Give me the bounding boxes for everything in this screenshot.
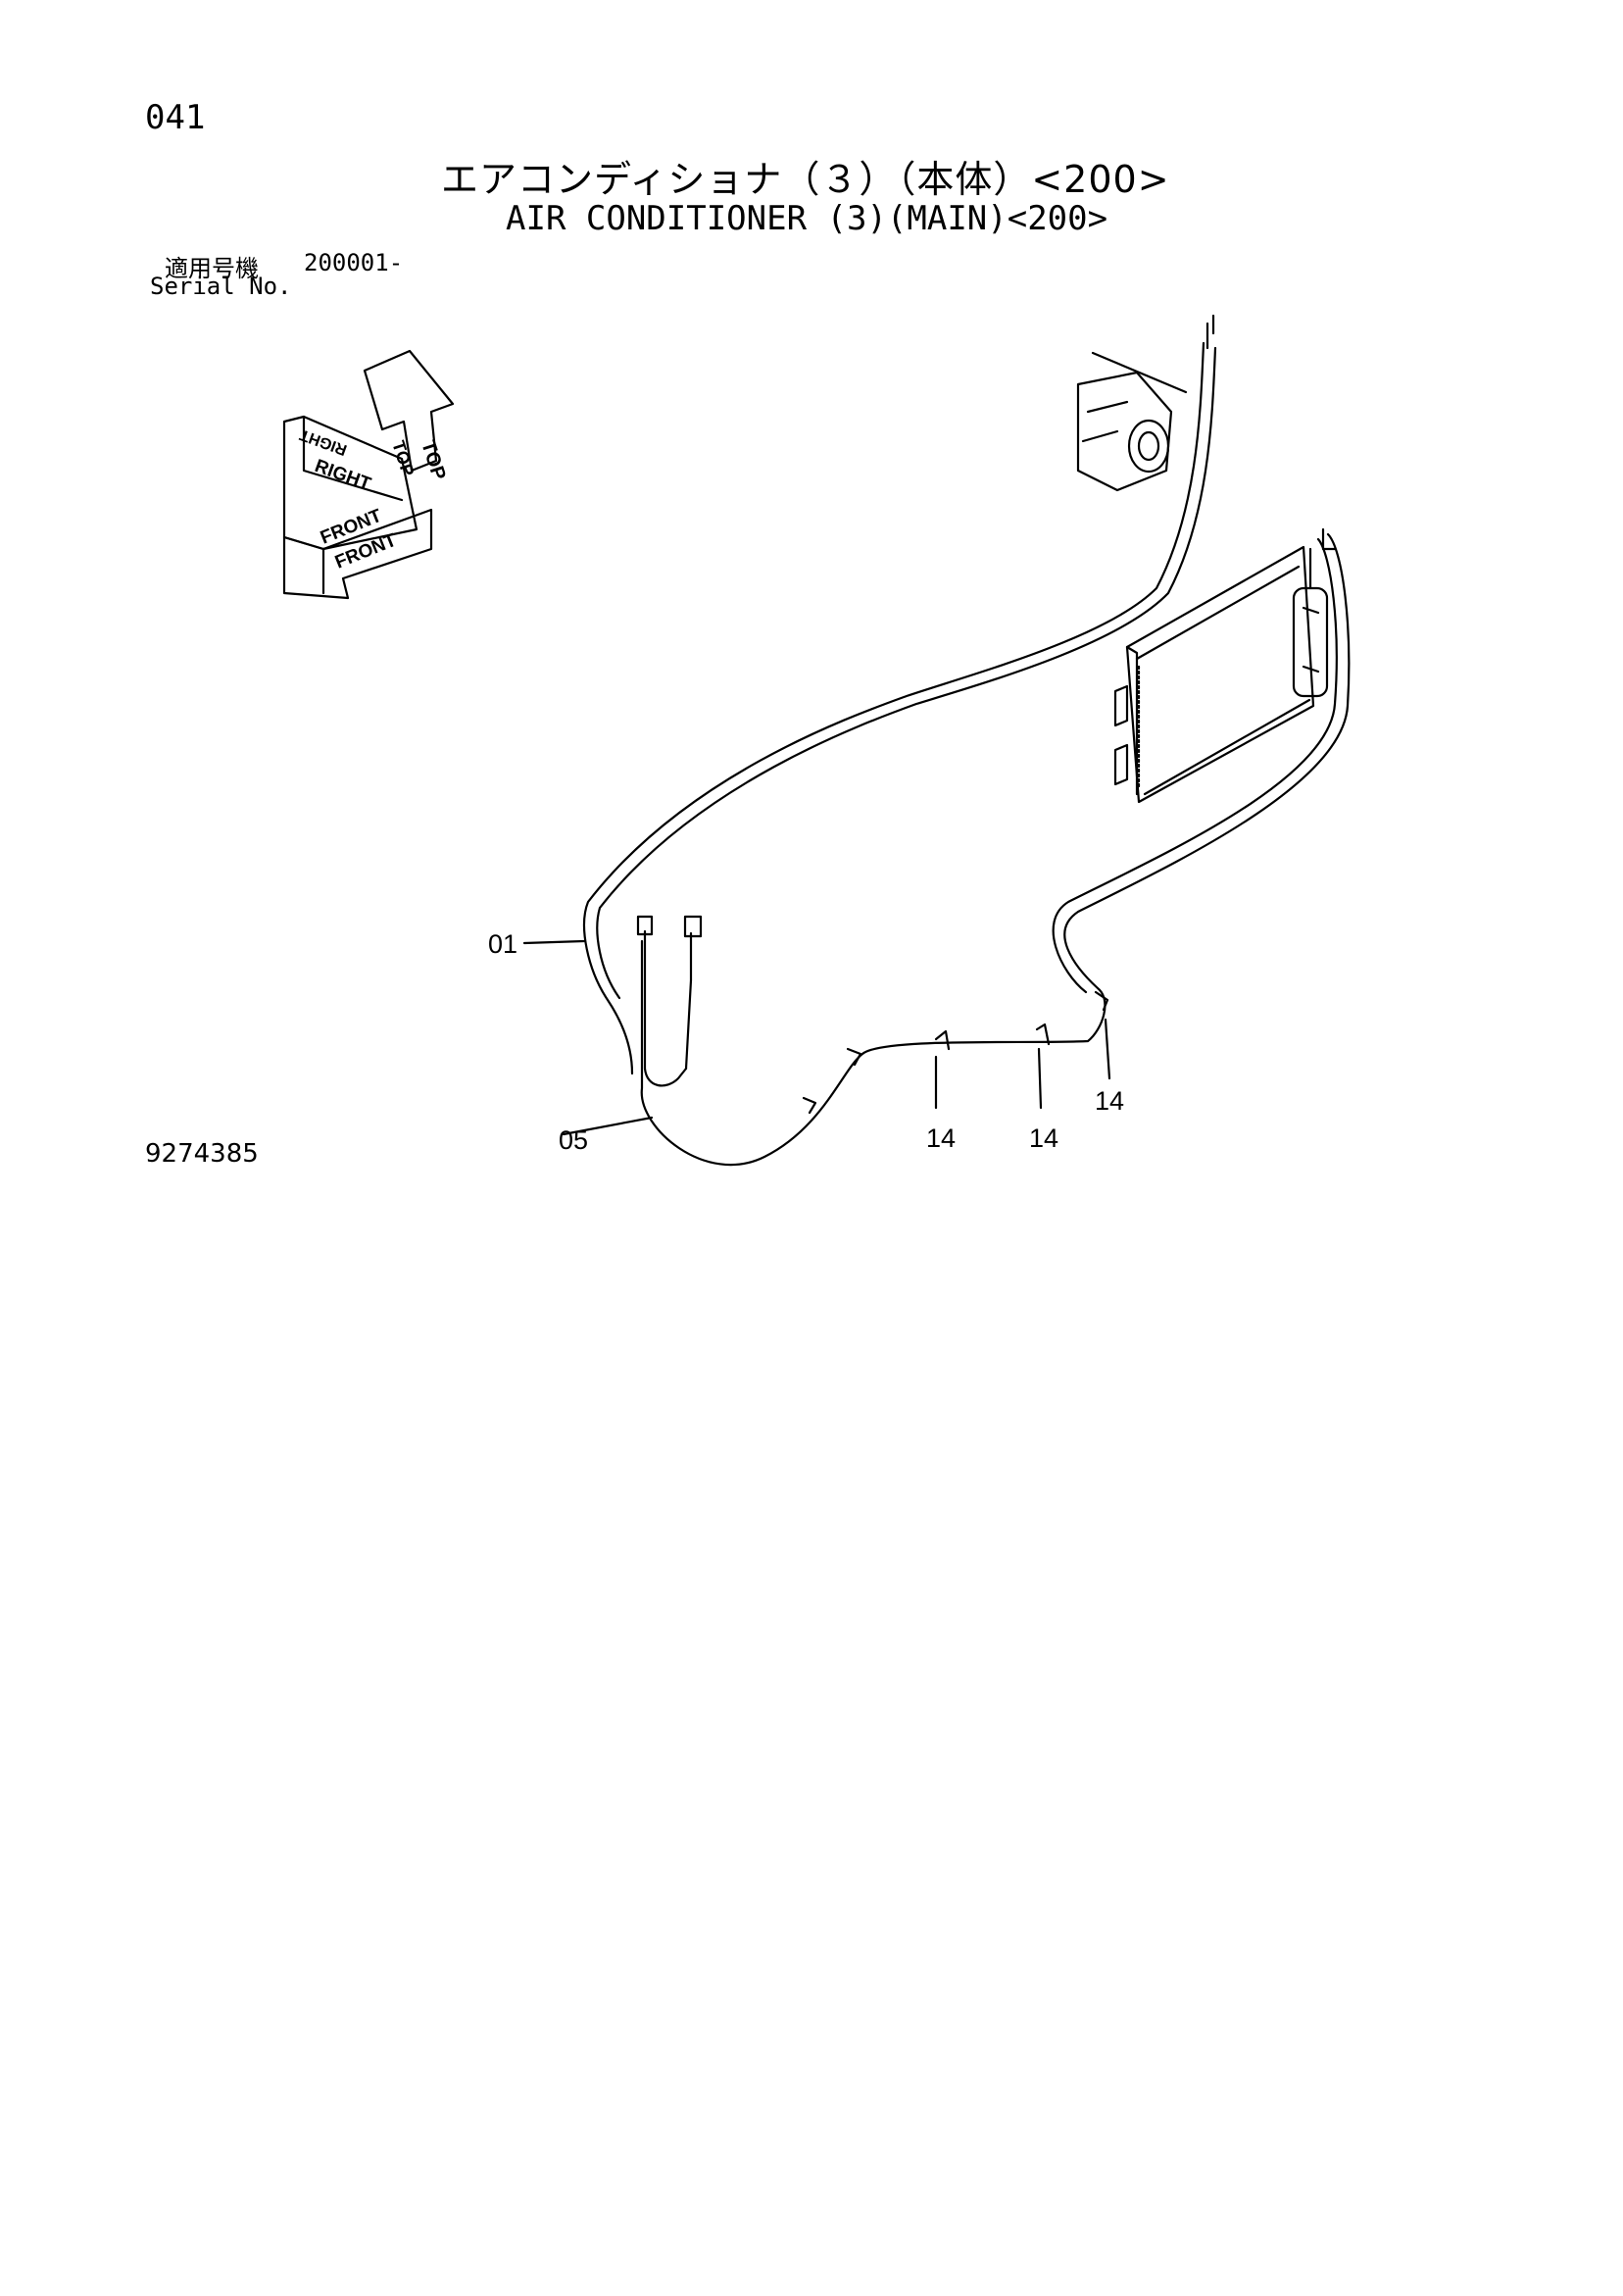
clamp-3 bbox=[1094, 990, 1109, 1012]
top-label-1: TOP bbox=[417, 438, 450, 483]
condenser bbox=[1113, 545, 1315, 804]
orientation-indicator: TOP TOP RIGHT RIGHT FRONT FRONT bbox=[282, 349, 455, 600]
hose-05-inner bbox=[1052, 537, 1338, 994]
title-japanese: エアコンディショナ（３）（本体）<200> bbox=[441, 158, 1170, 201]
leader-14c bbox=[1104, 1018, 1111, 1080]
right-label-1: RIGHT bbox=[312, 456, 373, 495]
callout-14-b: 14 bbox=[1029, 1123, 1058, 1153]
top-label-2: TOP bbox=[388, 438, 418, 478]
callout-01: 01 bbox=[488, 929, 517, 959]
serial-number-value: 200001- bbox=[304, 249, 404, 276]
clamp-2 bbox=[1035, 1023, 1051, 1046]
fitting-cap-left bbox=[636, 915, 654, 936]
clamp-1 bbox=[934, 1029, 951, 1051]
drawing-number: 9274385 bbox=[145, 1139, 259, 1169]
callout-14-c: 14 bbox=[1095, 1086, 1124, 1116]
leader-01 bbox=[522, 939, 586, 945]
callout-14-a: 14 bbox=[926, 1123, 956, 1153]
right-label-2: RIGHT bbox=[298, 425, 350, 458]
hose-05 bbox=[640, 532, 1351, 1167]
serial-label-japanese: 適用号機 bbox=[165, 255, 259, 282]
top-arrow bbox=[363, 349, 455, 473]
hose-01-inner bbox=[596, 346, 1217, 1000]
fitting-left bbox=[643, 929, 688, 1087]
clamp-5 bbox=[802, 1096, 817, 1115]
hose-01 bbox=[582, 341, 1205, 1075]
leader-14b bbox=[1037, 1047, 1043, 1110]
serial-label-english: Serial No. bbox=[150, 273, 292, 300]
front-arrow bbox=[282, 508, 433, 600]
clamp-4 bbox=[846, 1047, 862, 1067]
receiver-drier bbox=[1292, 527, 1337, 698]
leader-05 bbox=[562, 1116, 654, 1136]
callout-05: 05 bbox=[559, 1125, 588, 1155]
page-number: 041 bbox=[145, 98, 206, 137]
title-english: AIR CONDITIONER (3)(MAIN)<200> bbox=[506, 199, 1108, 238]
compressor bbox=[1076, 351, 1188, 492]
fitting-cap-right bbox=[683, 915, 703, 938]
